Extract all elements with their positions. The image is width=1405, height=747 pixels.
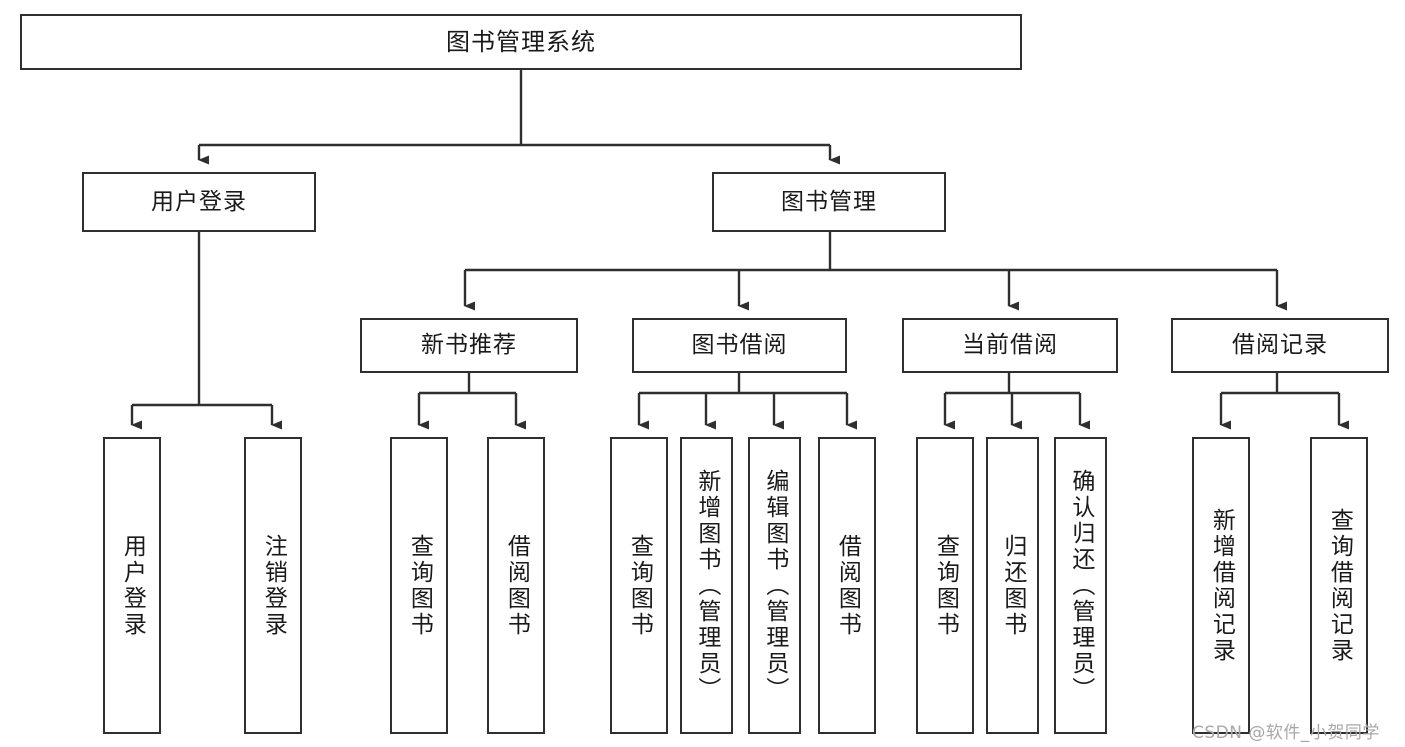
leaf-return-book[interactable]: 归还图书 (986, 437, 1039, 734)
leaf-logout[interactable]: 注销登录 (244, 437, 302, 734)
leaf-user-login-label: 用户登录 (119, 533, 146, 638)
node-new-book-recommend-label: 新书推荐 (421, 332, 517, 359)
node-book-management[interactable]: 图书管理 (712, 172, 946, 232)
node-user-login[interactable]: 用户登录 (82, 172, 316, 232)
leaf-add-borrow-record[interactable]: 新增借阅记录 (1192, 437, 1250, 734)
node-new-book-recommend[interactable]: 新书推荐 (360, 318, 578, 373)
leaf-add-book-admin[interactable]: 新增图书（管理员） (680, 437, 733, 734)
leaf-borrow-book-borrow-label: 借阅图书 (834, 533, 861, 638)
leaf-borrow-book-newbook[interactable]: 借阅图书 (487, 437, 545, 734)
leaf-borrow-book-newbook-label: 借阅图书 (503, 533, 530, 638)
leaf-user-login[interactable]: 用户登录 (103, 437, 161, 734)
leaf-query-book-newbook-label: 查询图书 (406, 533, 433, 638)
leaf-query-borrow-record-label: 查询借阅记录 (1326, 507, 1353, 664)
node-root-label: 图书管理系统 (446, 28, 596, 56)
leaf-edit-book-admin-label: 编辑图书（管理员） (761, 468, 788, 703)
leaf-borrow-book-borrow[interactable]: 借阅图书 (818, 437, 876, 734)
leaf-return-book-label: 归还图书 (999, 533, 1026, 638)
leaf-query-book-borrow-label: 查询图书 (626, 533, 653, 638)
leaf-add-book-admin-label: 新增图书（管理员） (693, 468, 720, 703)
node-user-login-label: 用户登录 (151, 188, 247, 215)
node-book-borrow[interactable]: 图书借阅 (632, 318, 847, 373)
leaf-query-book-newbook[interactable]: 查询图书 (390, 437, 448, 734)
leaf-query-book-current-label: 查询图书 (932, 533, 959, 638)
node-current-borrow-label: 当前借阅 (962, 332, 1058, 359)
node-book-management-label: 图书管理 (781, 188, 877, 215)
node-current-borrow[interactable]: 当前借阅 (902, 318, 1118, 373)
node-borrow-record-label: 借阅记录 (1232, 332, 1328, 359)
leaf-logout-label: 注销登录 (260, 533, 287, 638)
leaf-query-book-current[interactable]: 查询图书 (916, 437, 974, 734)
node-book-borrow-label: 图书借阅 (691, 332, 788, 359)
leaf-query-borrow-record[interactable]: 查询借阅记录 (1310, 437, 1368, 734)
leaf-add-borrow-record-label: 新增借阅记录 (1208, 507, 1235, 664)
csdn-watermark: CSDN @软件_小贺同学 (1192, 723, 1380, 743)
leaf-confirm-return-admin[interactable]: 确认归还（管理员） (1054, 437, 1107, 734)
node-borrow-record[interactable]: 借阅记录 (1171, 318, 1389, 373)
leaf-confirm-return-admin-label: 确认归还（管理员） (1067, 468, 1094, 703)
leaf-edit-book-admin[interactable]: 编辑图书（管理员） (748, 437, 801, 734)
leaf-query-book-borrow[interactable]: 查询图书 (610, 437, 668, 734)
node-root[interactable]: 图书管理系统 (20, 14, 1022, 70)
